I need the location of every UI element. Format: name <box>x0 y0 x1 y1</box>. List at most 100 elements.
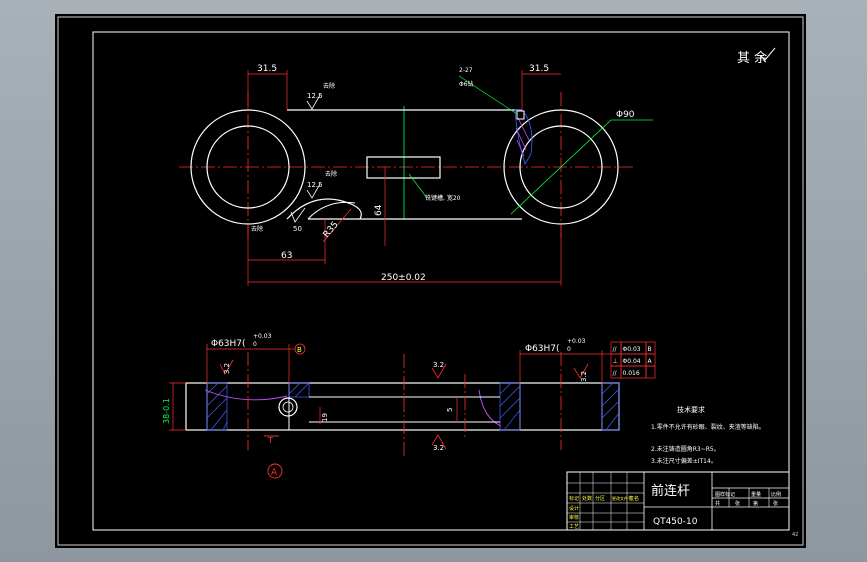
header-cell-1: 图样标记 <box>715 491 735 498</box>
roughness-symbol <box>306 94 321 110</box>
header-cell-2: 重量 <box>751 491 761 498</box>
sheet-cell-2: 张 <box>735 500 740 507</box>
datum-a-marker: A <box>271 468 278 478</box>
roughness-12-5-mid: 12.5 <box>307 181 323 189</box>
hatch-left <box>206 382 228 431</box>
row-label-2: 处数 <box>582 495 592 502</box>
dim-31-5-left: 31.5 <box>257 64 277 74</box>
pin-hole-inner <box>282 401 294 413</box>
roughness-symbol <box>306 183 321 199</box>
datum-b-circle <box>294 343 306 355</box>
roughness-12-5-top: 12.5 <box>307 92 323 100</box>
bore-right-dim: Φ63H7( <box>525 344 560 354</box>
front-outline <box>185 382 620 431</box>
roughness-symbol <box>431 434 447 450</box>
gdt-symbol: // <box>613 346 618 353</box>
gdt-tolerance: Φ0.04 <box>623 358 641 365</box>
datum-a-circle <box>267 463 283 479</box>
note-surface-3: 去除 <box>251 225 263 233</box>
bore-left-dim: Φ63H7( <box>211 339 246 349</box>
roughness-symbol <box>219 359 234 375</box>
gdt-datum: A <box>648 358 653 365</box>
dim-overall: 250±0.02 <box>381 273 426 283</box>
notes-title: 技术要求 <box>677 405 705 414</box>
drawing-sheet[interactable]: 其 余 <box>55 14 806 548</box>
role-2: 审核 <box>569 514 579 521</box>
dim-5: 5 <box>446 408 454 412</box>
dim-64: 64 <box>374 204 384 216</box>
gdt-symbol: // <box>613 370 618 377</box>
row-label-3: 分区 <box>595 495 605 502</box>
hatch-right-boss <box>514 109 533 165</box>
note-keyway: 铣键槽, 宽20 <box>425 194 461 202</box>
note-surface-2: 去除 <box>325 170 337 178</box>
material: QT450-10 <box>653 517 698 527</box>
leader-keyway <box>408 173 428 199</box>
row-label-4: 更改文件号 <box>612 495 632 501</box>
role-1: 设计 <box>569 505 579 512</box>
gdt-row: ⊥ Φ0.04 A <box>610 353 656 367</box>
notch-arc <box>307 201 356 220</box>
rough-32-b: 3.2 <box>433 361 444 369</box>
top-view: 31.5 31.5 250±0.02 63 64 R35 <box>179 64 653 286</box>
dim-31-5-right: 31.5 <box>529 64 549 74</box>
datum-b: B <box>297 346 302 354</box>
roughness-symbol <box>573 363 589 379</box>
keyway-slot <box>366 156 441 179</box>
bore-left-tol-up: +0.03 <box>253 333 272 340</box>
section-t: T <box>267 436 273 445</box>
dim-diameter: Φ90 <box>616 110 635 120</box>
header-cell-3: 比例 <box>771 491 781 498</box>
gdt-row: // 0.016 <box>610 365 656 379</box>
dim-50: 50 <box>293 225 302 233</box>
front-view: Φ63H7( +0.03 0 B Φ63H7( +0.03 0 //Φ0.03B… <box>162 333 656 479</box>
note-surface-1: 去除 <box>323 82 335 90</box>
leader-r35 <box>322 208 352 243</box>
gdt-tolerance: 0.016 <box>623 370 640 377</box>
hatch-line <box>516 139 525 157</box>
rough-32-a: 3.2 <box>223 363 231 374</box>
gdt-cell <box>645 365 656 379</box>
oil-hole <box>516 110 525 120</box>
bore-right-tol-low: 0 <box>567 346 571 353</box>
title-block: 前连杆 QT450-10 图样标记 重量 比例 共 张 第 张 标记 处数 分区… <box>566 471 790 531</box>
bore-left-tol-low: 0 <box>253 341 257 348</box>
gdt-symbol: ⊥ <box>613 358 618 365</box>
role-3: 工艺 <box>569 524 579 530</box>
roughness-symbol <box>290 207 306 223</box>
note-right-2: Φ6钻 <box>459 80 474 88</box>
sheet-cell-3: 第 <box>753 500 758 507</box>
inner-frame <box>92 31 790 531</box>
rough-32-c: 3.2 <box>433 444 444 452</box>
row-label-1: 标记 <box>569 495 579 502</box>
arc-right <box>478 389 502 427</box>
roughness-symbol <box>431 363 447 379</box>
right-boss-bore <box>519 125 603 209</box>
notes-line-3: 3.未注尺寸偏差±IT14。 <box>651 457 717 465</box>
arc-left <box>204 389 288 401</box>
corner-mark: 其 余 <box>737 50 767 66</box>
hatch-line <box>515 127 527 151</box>
sheet-cell-4: 张 <box>773 500 778 507</box>
notes-line-1: 1.零件不允许有砂眼、裂纹、夹渣等缺陷。 <box>651 423 765 431</box>
row-label-5: 签名 <box>629 495 639 502</box>
pin-hole <box>278 397 298 417</box>
dim-r35: R35 <box>322 220 341 240</box>
technical-notes: 技术要求 1.零件不允许有砂眼、裂纹、夹渣等缺陷。 2.未注铸造圆角R3~R5。… <box>651 405 765 465</box>
part-name: 前连杆 <box>651 483 690 499</box>
notes-line-2: 2.未注铸造圆角R3~R5。 <box>651 445 720 453</box>
left-boss-bore <box>206 125 290 209</box>
page-number: 42 <box>792 532 798 538</box>
dim-63: 63 <box>281 251 292 261</box>
rough-32-d: 3.2 <box>580 371 588 382</box>
roughness-symbol <box>760 47 776 61</box>
bore-right-tol-up: +0.03 <box>567 338 586 345</box>
dim-19: 19 <box>321 413 329 422</box>
hatch-line <box>517 117 530 141</box>
gdt-tolerance: Φ0.03 <box>623 346 641 353</box>
leader-oil-hole <box>458 75 518 115</box>
hatch-right <box>288 382 620 431</box>
drawing-canvas: 其 余 <box>57 16 804 546</box>
